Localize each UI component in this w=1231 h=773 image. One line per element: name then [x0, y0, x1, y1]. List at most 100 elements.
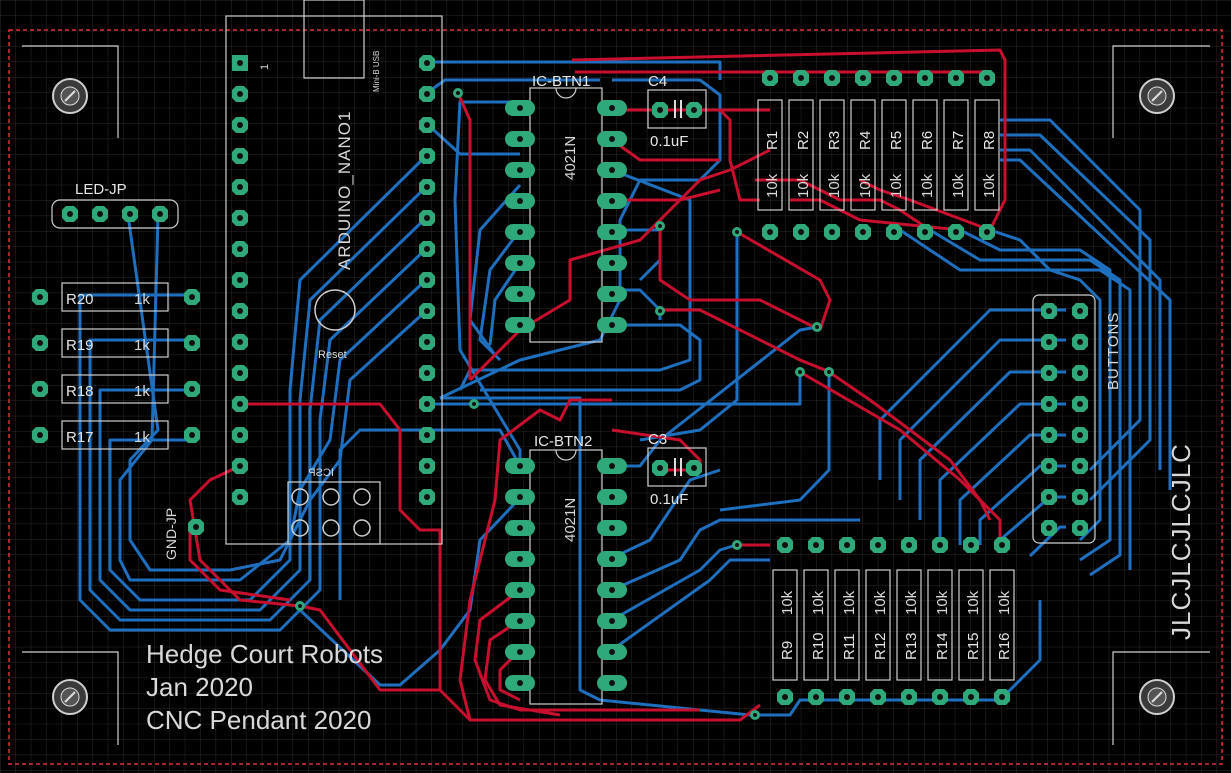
pad-drill: [1077, 308, 1083, 314]
nano-label: ARDUINO_NANO1: [335, 111, 354, 270]
pad-drill: [517, 525, 523, 531]
pad-drill: [906, 542, 912, 548]
pad-drill: [609, 260, 615, 266]
pad-drill: [37, 432, 43, 438]
buttons-label: BUTTONS: [1105, 312, 1122, 390]
pad-drill: [424, 153, 430, 159]
pad-drill: [875, 542, 881, 548]
resistor-value: 1k: [134, 291, 150, 308]
gnd-jp-label: GND-JP: [163, 508, 179, 560]
resistor-body: [927, 569, 953, 681]
resistor-label: R12: [872, 632, 889, 660]
buttons-header: BUTTONS: [1032, 294, 1122, 544]
mounting-holes: [52, 78, 1175, 715]
resistor-value: 10k: [810, 590, 827, 615]
pad-drill: [424, 60, 430, 66]
resistor-body: [819, 99, 845, 211]
pad-drill: [813, 542, 819, 548]
pad-drill: [1077, 339, 1083, 345]
resistor-value: 10k: [795, 173, 812, 198]
pad-drill: [1077, 494, 1083, 500]
pad-drill: [424, 122, 430, 128]
resistor-value: 10k: [764, 173, 781, 198]
pad-drill: [609, 322, 615, 328]
pad-drill: [829, 75, 835, 81]
bottom-copper-traces: [78, 60, 1172, 717]
pad-drill: [953, 75, 959, 81]
mounting-corners: [22, 45, 1210, 745]
pad-drill: [1077, 432, 1083, 438]
via-drill: [298, 604, 302, 608]
pad-drill: [37, 294, 43, 300]
pad-drill: [609, 198, 615, 204]
pad-drill: [891, 229, 897, 235]
pad-drill: [517, 136, 523, 142]
resistor-body: [989, 569, 1015, 681]
pad-drill: [922, 75, 928, 81]
pad-drill: [984, 75, 990, 81]
pad-drill: [844, 542, 850, 548]
via-drill: [735, 230, 739, 234]
resistor-label: R19: [66, 337, 94, 354]
resistor-body: [803, 569, 829, 681]
pad-drill: [237, 184, 243, 190]
pad-drill: [189, 294, 195, 300]
pad-drill: [517, 105, 523, 111]
arduino-nano: ARDUINO_NANO1 Mini-B USB 1 Reset ICSP: [225, 0, 443, 545]
via-drill: [472, 402, 476, 406]
pad-drill: [609, 680, 615, 686]
led-jp-label: LED-JP: [75, 181, 127, 198]
resistor-label: R8: [981, 131, 998, 150]
pad-drill: [237, 401, 243, 407]
pad-drill: [424, 184, 430, 190]
c4-label: C4: [648, 73, 667, 90]
resistor-value: 10k: [950, 173, 967, 198]
pad-drill: [609, 556, 615, 562]
pad-drill: [424, 215, 430, 221]
pad-drill: [609, 587, 615, 593]
pad-drill: [237, 494, 243, 500]
pad-drill: [906, 694, 912, 700]
pin1-label: 1: [259, 64, 271, 70]
pad-drill: [517, 198, 523, 204]
pad-drill: [237, 122, 243, 128]
pad-drill: [424, 370, 430, 376]
pad-drill: [1046, 370, 1052, 376]
via-drill: [815, 325, 819, 329]
resistor-label: R1: [764, 131, 781, 150]
pad-drill: [984, 229, 990, 235]
pad-drill: [798, 229, 804, 235]
pads: [32, 55, 1088, 720]
pad-drill: [1077, 401, 1083, 407]
resistor-value: 10k: [996, 590, 1013, 615]
pad-drill: [193, 524, 199, 530]
icsp-pad: [291, 488, 309, 506]
pad-drill: [517, 260, 523, 266]
pad-drill: [1046, 463, 1052, 469]
ic2-label: IC-BTN2: [534, 433, 592, 450]
pad-drill: [517, 463, 523, 469]
pad-drill: [517, 649, 523, 655]
pad-drill: [424, 432, 430, 438]
pad-drill: [1046, 525, 1052, 531]
usb-label: Mini-B USB: [372, 51, 381, 92]
resistor-value: 1k: [134, 337, 150, 354]
pad-drill: [657, 465, 663, 471]
pad-drill: [517, 494, 523, 500]
via-drill: [658, 309, 662, 313]
resistor-label: R3: [826, 131, 843, 150]
pad-drill: [609, 105, 615, 111]
pad-drill: [237, 153, 243, 159]
reset-label: Reset: [318, 349, 347, 361]
resistor-body: [865, 569, 891, 681]
pad-drill: [97, 211, 103, 217]
c3-label: C3: [648, 431, 667, 448]
pad-drill: [609, 136, 615, 142]
pad-drill: [517, 587, 523, 593]
resistor-label: R4: [857, 131, 874, 150]
pad-drill: [798, 75, 804, 81]
resistor-value: 10k: [826, 173, 843, 198]
pad-drill: [829, 229, 835, 235]
